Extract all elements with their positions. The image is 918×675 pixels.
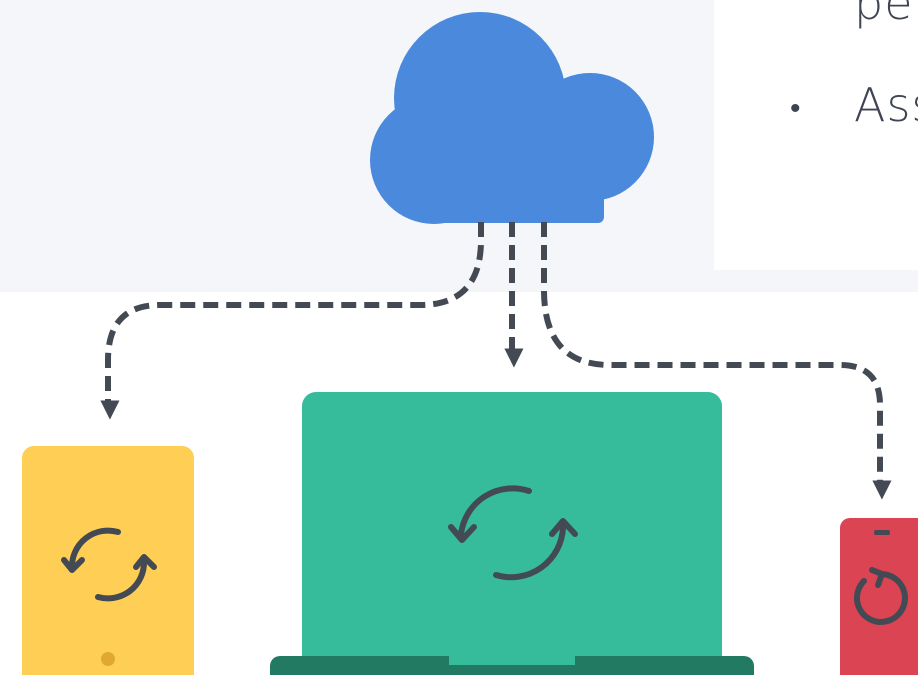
- bullet-item-2: • Ass: [790, 78, 918, 132]
- sync-icon: [61, 527, 157, 602]
- connector-cloud-to-phone: [541, 222, 892, 500]
- laptop-base: [270, 656, 754, 675]
- refresh-icon: [853, 567, 908, 625]
- tablet-device: [22, 446, 194, 675]
- connector-cloud-to-tablet: [100, 222, 484, 420]
- bullet-text: Ass: [854, 78, 918, 132]
- bullet-marker: •: [790, 91, 802, 126]
- sync-icon: [448, 485, 578, 581]
- phone-speaker: [874, 530, 890, 535]
- text-card: [714, 0, 918, 270]
- laptop-device: [270, 392, 754, 675]
- phone-device: [840, 518, 918, 675]
- laptop-trackpad-notch: [449, 656, 575, 665]
- tablet-home-button: [101, 652, 115, 666]
- bullet-text: pe: [854, 0, 914, 30]
- cloud-icon: [370, 12, 654, 224]
- bullet-item-1: pe: [790, 0, 914, 30]
